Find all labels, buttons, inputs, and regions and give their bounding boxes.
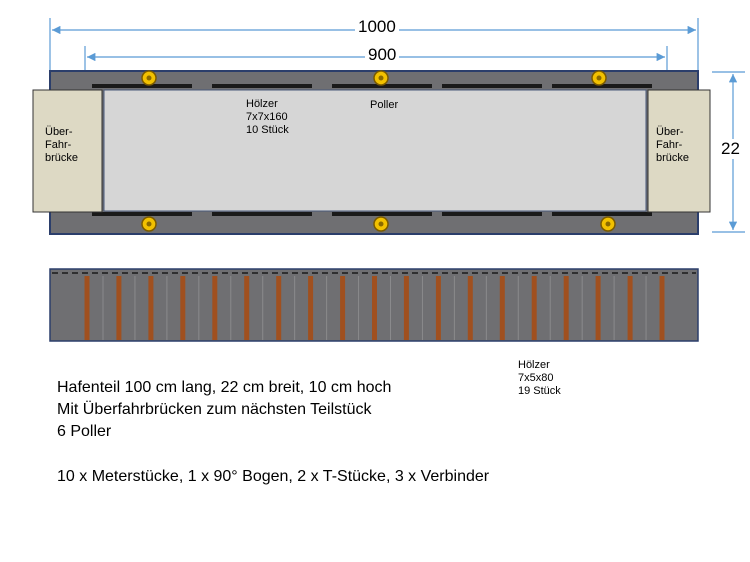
- timber-post: [563, 276, 569, 340]
- timber-post: [467, 276, 473, 340]
- right-bridge-label: Über- Fahr- brücke: [656, 126, 690, 164]
- timber-post: [435, 276, 441, 340]
- description-line-2: Mit Überfahrbrücken zum nächsten Teilstü…: [57, 401, 372, 418]
- timber-post: [499, 276, 505, 340]
- description-line-3: 6 Poller: [57, 423, 112, 440]
- top-view: [32, 70, 711, 235]
- timber-post: [659, 276, 665, 340]
- left-bridge: [32, 89, 103, 213]
- timber-post: [244, 276, 250, 340]
- timber-post: [84, 276, 90, 340]
- dimension-900-label: 900: [365, 45, 400, 65]
- side-timber-label: Hölzer 7x5x80 19 Stück: [518, 359, 561, 397]
- dimension-22-label: 22: [719, 139, 742, 159]
- timber-post: [531, 276, 537, 340]
- timber-post: [403, 276, 409, 340]
- description-line-1: Hafenteil 100 cm lang, 22 cm breit, 10 c…: [57, 379, 392, 396]
- timber-post: [627, 276, 633, 340]
- timber-post: [180, 276, 186, 340]
- edge-slots: [92, 84, 652, 216]
- timber-post: [595, 276, 601, 340]
- timber-post: [212, 276, 218, 340]
- timber-post: [148, 276, 154, 340]
- bollard-label: Poller: [370, 99, 399, 111]
- side-view: [49, 268, 699, 342]
- top-timber-label: Hölzer 7x7x160 10 Stück: [246, 98, 289, 136]
- deck-surface: [103, 89, 647, 212]
- timber-post: [116, 276, 122, 340]
- timber-post: [372, 276, 377, 340]
- timber-posts: [84, 276, 665, 340]
- timber-post: [276, 276, 282, 340]
- left-bridge-label: Über- Fahr- brücke: [45, 126, 79, 164]
- timber-post: [340, 276, 346, 340]
- dimension-1000-label: 1000: [355, 17, 399, 37]
- right-bridge: [647, 89, 711, 213]
- timber-post: [308, 276, 314, 340]
- description-line-4: 10 x Meterstücke, 1 x 90° Bogen, 2 x T-S…: [57, 468, 490, 485]
